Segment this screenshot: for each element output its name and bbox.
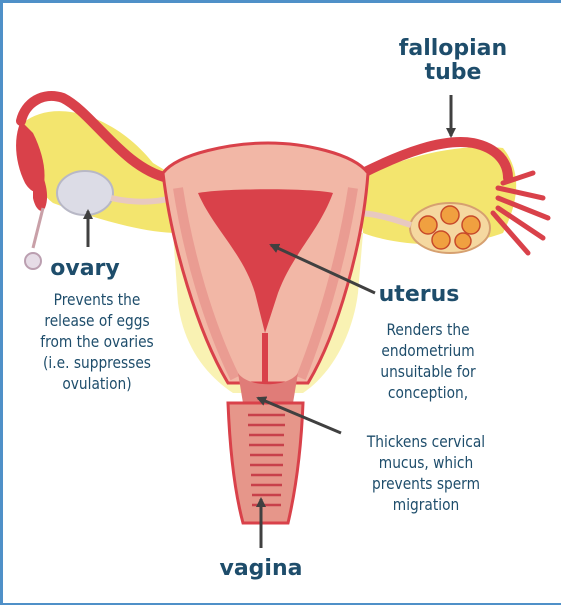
follicle-stalk — [33, 208, 43, 248]
cervix-description: Thickens cervical mucus, which prevents … — [346, 431, 506, 515]
label-uterus: uterus — [377, 283, 461, 307]
left-ovary-shape — [57, 171, 113, 215]
label-ovary: ovary — [45, 257, 125, 281]
ovary-description: Prevents the release of eggs from the ov… — [23, 289, 171, 394]
follicle — [25, 253, 41, 269]
uterus-description: Renders the endometrium unsuitable for c… — [359, 319, 497, 403]
label-vagina: vagina — [213, 557, 309, 581]
label-fallopian-tube: fallopian tube — [397, 37, 509, 85]
